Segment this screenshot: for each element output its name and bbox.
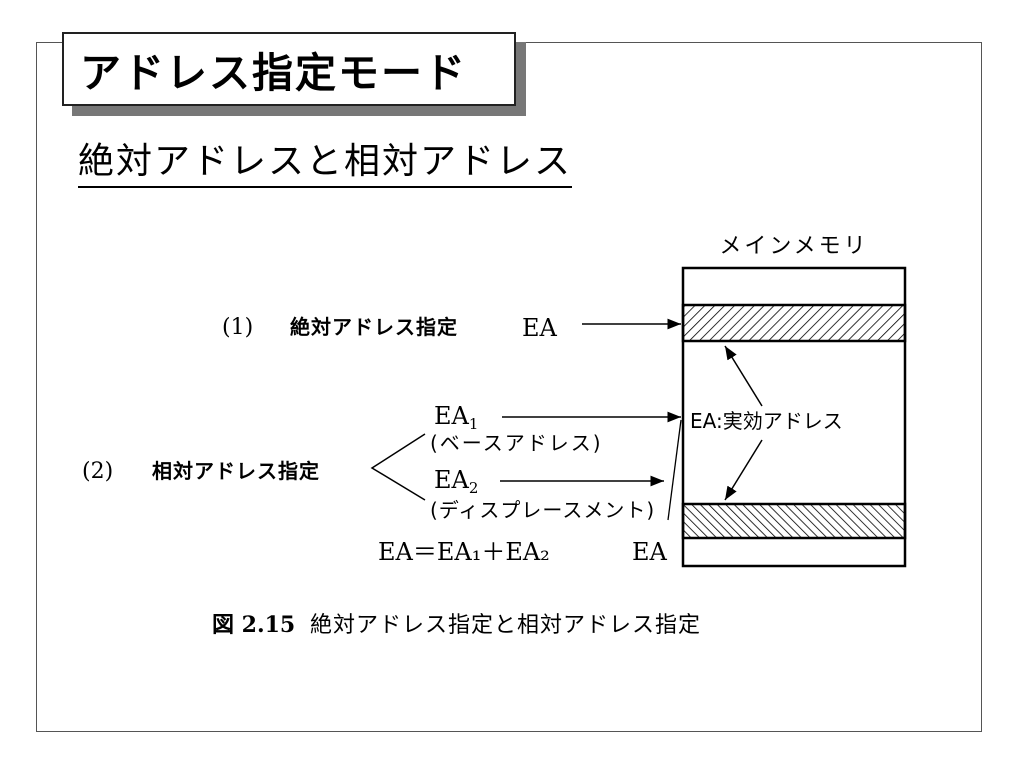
offset-connector bbox=[667, 419, 682, 521]
base-address-note: (ベースアドレス) bbox=[430, 431, 603, 455]
ea2-base: EA bbox=[434, 466, 470, 494]
relative-label: 相対アドレス指定 bbox=[152, 459, 320, 483]
figure-caption: 絶対アドレス指定と相対アドレス指定 bbox=[310, 613, 701, 638]
absolute-label: 絶対アドレス指定 bbox=[290, 315, 458, 339]
title-box: アドレス指定モード bbox=[62, 32, 516, 106]
slide-subtitle: 絶対アドレスと相対アドレス bbox=[78, 140, 573, 188]
effective-arrow-up bbox=[724, 345, 763, 407]
figure-number: 図 2.15 bbox=[212, 612, 295, 638]
slide-title: アドレス指定モード bbox=[80, 49, 467, 97]
ea1-base: EA bbox=[434, 402, 470, 430]
absolute-number: (1) bbox=[222, 315, 253, 340]
absolute-ea: EA bbox=[522, 314, 558, 342]
ea1-sub: 1 bbox=[469, 415, 479, 433]
formula: EA＝EA₁＋EA₂ bbox=[378, 538, 550, 566]
relative-number: (2) bbox=[82, 459, 113, 484]
effective-address-label: EA:実効アドレス bbox=[690, 409, 843, 433]
ea2-text: EA2 bbox=[434, 466, 478, 497]
ea1-text: EA1 bbox=[434, 402, 478, 433]
absolute-address-band bbox=[681, 303, 907, 343]
effective-arrow-down bbox=[724, 439, 763, 501]
ea2-sub: 2 bbox=[469, 479, 479, 497]
memory-label: メインメモリ bbox=[719, 234, 868, 259]
relative-address-band bbox=[681, 502, 907, 540]
bracket-lines bbox=[370, 433, 426, 501]
displacement-note: (ディスプレースメント) bbox=[430, 498, 655, 522]
formula-ea: EA bbox=[632, 538, 668, 566]
